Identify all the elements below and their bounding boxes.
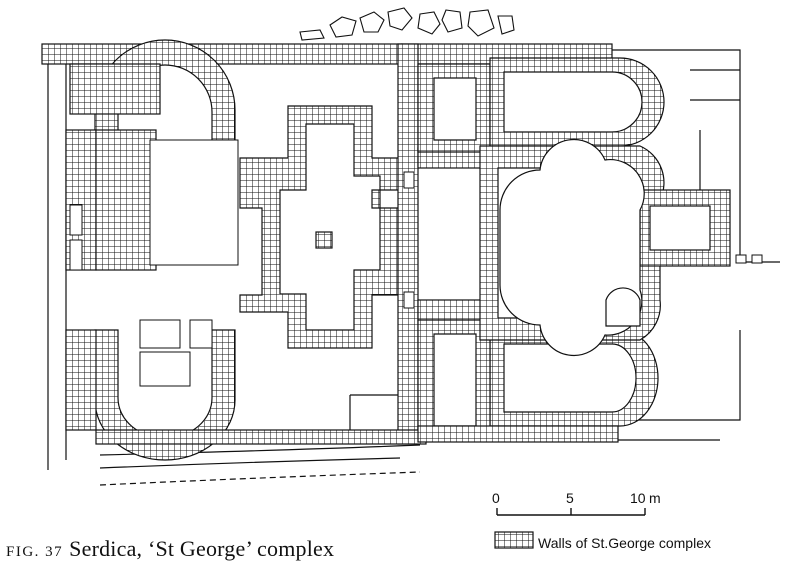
scale-tick-5: 5 [566,490,574,506]
legend-label: Walls of St.George complex [538,535,711,551]
scale-bar [496,508,646,516]
figure-caption: FIG. 37 Serdica, ‘St George’ complex [6,536,334,562]
scale-unit: m [649,490,661,506]
trefoil-chamber [499,138,711,357]
figure-number: FIG. 37 [6,544,64,560]
scale-tick-0: 0 [492,490,500,506]
walls-st-george [41,39,731,461]
scale-tick-10: 10 [630,490,646,506]
legend-swatch [494,531,534,549]
rubble-stones [299,7,515,41]
interior-spaces [69,139,763,387]
figure-title: Serdica, ‘St George’ complex [69,536,335,561]
